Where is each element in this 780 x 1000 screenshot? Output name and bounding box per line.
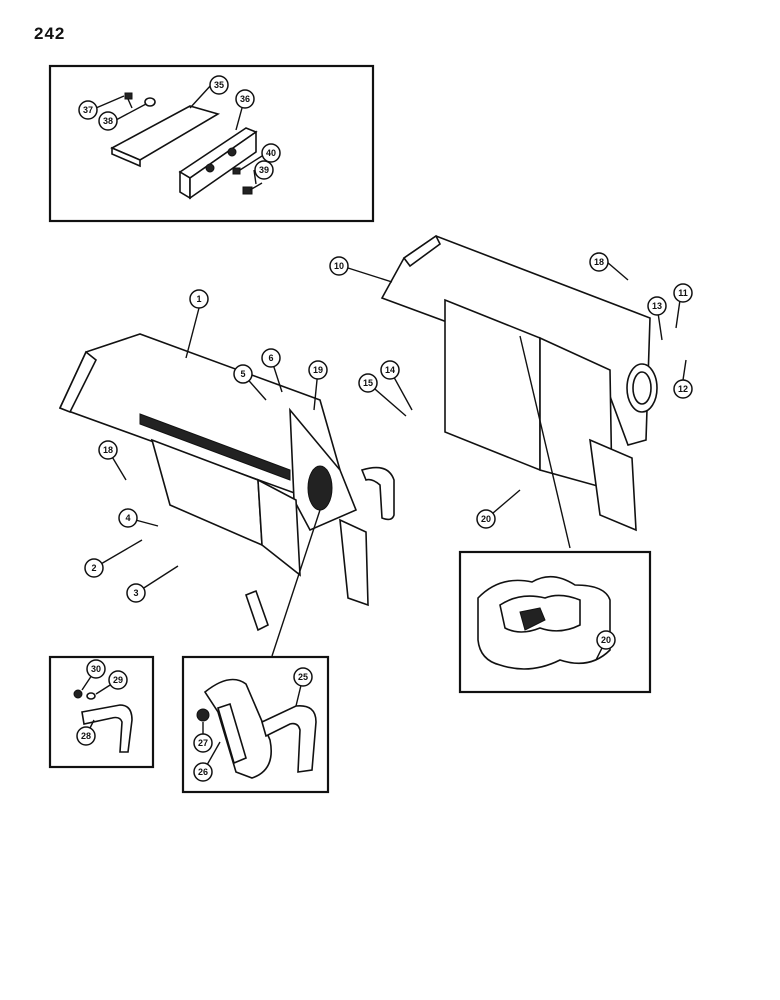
svg-text:30: 30 [91, 664, 101, 674]
bracket-left [244, 589, 269, 632]
callout-18-right: 18 [589, 252, 609, 272]
callout-5: 5 [233, 364, 253, 384]
svg-text:11: 11 [678, 288, 688, 298]
callout-11: 11 [673, 283, 693, 303]
svg-text:40: 40 [266, 148, 276, 158]
lamp-bolt [242, 182, 263, 195]
callout-40: 40 [261, 143, 281, 163]
svg-text:26: 26 [198, 767, 208, 777]
cutaway-section [477, 575, 611, 670]
callout-20-inset: 20 [596, 630, 616, 650]
inset-box-lamp [48, 64, 375, 223]
svg-text:13: 13 [652, 301, 662, 311]
svg-text:4: 4 [125, 513, 130, 523]
callout-14: 14 [380, 360, 400, 380]
fender-left [58, 333, 369, 607]
page-number: 242 [34, 24, 66, 43]
svg-text:1: 1 [196, 294, 201, 304]
callout-3: 3 [126, 583, 146, 603]
svg-text:20: 20 [601, 635, 611, 645]
callout-13: 13 [647, 296, 667, 316]
svg-text:38: 38 [103, 116, 113, 126]
svg-text:20: 20 [481, 514, 491, 524]
lamp-washer [144, 97, 156, 107]
svg-text:6: 6 [268, 353, 273, 363]
svg-text:39: 39 [259, 165, 269, 175]
svg-text:5: 5 [240, 369, 245, 379]
callout-15: 15 [358, 373, 378, 393]
callout-26: 26 [193, 762, 213, 782]
svg-text:28: 28 [81, 731, 91, 741]
callout-4: 4 [118, 508, 138, 528]
svg-text:10: 10 [334, 261, 344, 271]
inset-box-handle-mount [181, 655, 330, 794]
nut-small [73, 689, 83, 699]
callout-1: 1 [189, 289, 209, 309]
svg-text:15: 15 [363, 378, 373, 388]
fender-right [380, 234, 658, 532]
svg-text:35: 35 [214, 80, 224, 90]
lamp-nut [232, 167, 241, 175]
svg-text:18: 18 [594, 257, 604, 267]
lamp-lens [110, 105, 221, 168]
callout-19: 19 [308, 360, 328, 380]
callout-37: 37 [78, 100, 98, 120]
callout-39: 39 [254, 160, 274, 180]
callout-20-main: 20 [476, 509, 496, 529]
svg-text:37: 37 [83, 105, 93, 115]
handle-small [81, 704, 133, 753]
svg-text:19: 19 [313, 365, 323, 375]
svg-text:29: 29 [113, 675, 123, 685]
callout-36: 36 [235, 89, 255, 109]
svg-text:3: 3 [133, 588, 138, 598]
callout-28: 28 [76, 726, 96, 746]
svg-text:36: 36 [240, 94, 250, 104]
svg-text:18: 18 [103, 445, 113, 455]
callout-6: 6 [261, 348, 281, 368]
callout-10: 10 [329, 256, 349, 276]
lamp-screw [124, 92, 133, 109]
handle-left [360, 466, 395, 521]
callout-18-left: 18 [98, 440, 118, 460]
callout-35: 35 [209, 75, 229, 95]
svg-text:12: 12 [678, 384, 688, 394]
lamp-housing [178, 127, 258, 200]
handle-mount-nut [196, 708, 210, 722]
callout-12: 12 [673, 379, 693, 399]
washer-small [86, 692, 96, 700]
callout-30: 30 [86, 659, 106, 679]
callout-2: 2 [84, 558, 104, 578]
svg-text:14: 14 [385, 365, 395, 375]
handle-mount-plate [217, 702, 247, 765]
svg-text:2: 2 [91, 563, 96, 573]
svg-text:25: 25 [298, 672, 308, 682]
callout-27: 27 [193, 733, 213, 753]
svg-text:27: 27 [198, 738, 208, 748]
callout-25: 25 [293, 667, 313, 687]
inset-box-cutaway [458, 550, 652, 694]
callout-29: 29 [108, 670, 128, 690]
callout-38: 38 [98, 111, 118, 131]
inset-box-handle-small [48, 655, 155, 769]
handle-mount-handle [261, 705, 317, 773]
